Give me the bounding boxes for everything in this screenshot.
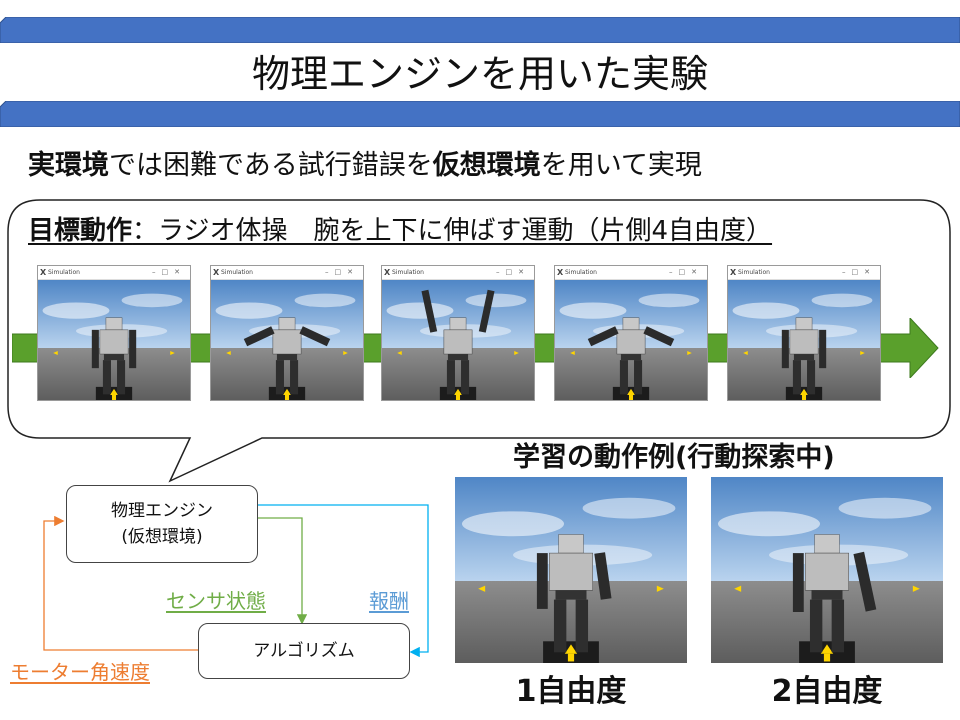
sim-window-titlebar: X Simulation –□✕ [382,266,534,280]
caption-1dof: 1自由度 [515,674,627,709]
app-logo-icon: X [213,268,220,277]
simulation-frame: X Simulation –□✕ [37,265,191,401]
window-controls: –□✕ [842,268,876,276]
sim-window-titlebar: X Simulation –□✕ [38,266,190,280]
virtual-env-label: (仮想環境) [121,527,203,547]
motor-velocity-arrow [43,515,200,651]
simulation-frame: X Simulation –□✕ [210,265,364,401]
slide-subtitle: 実環境では困難である試行錯誤を仮想環境を用いて実現 [28,148,702,184]
goal-label: 目標動作 [28,216,133,246]
top-accent-band [0,17,960,43]
simulation-frame: X Simulation –□✕ [554,265,708,401]
algorithm-box: アルゴリズム [198,623,410,679]
slide-title: 物理エンジンを用いた実験 [251,52,708,96]
sensor-state-label: センサ状態 [166,589,266,613]
sim-window-title: Simulation [392,269,424,276]
simulation-frame: X Simulation –□✕ [381,265,535,401]
app-logo-icon: X [384,268,391,277]
example-1dof-image [455,477,687,663]
sim-window-title: Simulation [738,269,770,276]
sensor-state-arrow [256,517,308,625]
sim-window-title: Simulation [48,269,80,276]
window-controls: –□✕ [325,268,359,276]
window-controls: –□✕ [152,268,186,276]
sim-window-titlebar: X Simulation –□✕ [211,266,363,280]
simulation-frame: X Simulation –□✕ [727,265,881,401]
window-controls: –□✕ [669,268,703,276]
goal-motion-text: 目標動作：ラジオ体操 腕を上下に伸ばす運動（片側4自由度） [28,214,772,248]
sim-window-title: Simulation [565,269,597,276]
examples-heading: 学習の動作例(行動探索中) [513,442,835,473]
sim-window-titlebar: X Simulation –□✕ [728,266,880,280]
reward-label: 報酬 [369,589,409,613]
physics-engine-box: 物理エンジン (仮想環境) [66,485,258,563]
reward-arrow [256,504,429,658]
subtitle-bold-real: 実環境 [28,150,109,181]
window-controls: –□✕ [496,268,530,276]
motor-velocity-label: モーター角速度 [10,660,150,684]
subtitle-bold-virtual: 仮想環境 [432,150,541,181]
subtitle-text-1: では困難である試行錯誤を [109,150,433,181]
sim-window-titlebar: X Simulation –□✕ [555,266,707,280]
bottom-accent-band [0,101,960,127]
sim-window-title: Simulation [221,269,253,276]
app-logo-icon: X [40,268,47,277]
goal-description: ：ラジオ体操 腕を上下に伸ばす運動（片側4自由度） [132,216,773,246]
app-logo-icon: X [557,268,564,277]
app-logo-icon: X [730,268,737,277]
subtitle-text-2: を用いて実現 [540,150,702,181]
physics-engine-label: 物理エンジン [111,501,213,521]
example-2dof-image [711,477,943,663]
caption-2dof: 2自由度 [771,674,883,709]
algorithm-label: アルゴリズム [253,641,355,661]
